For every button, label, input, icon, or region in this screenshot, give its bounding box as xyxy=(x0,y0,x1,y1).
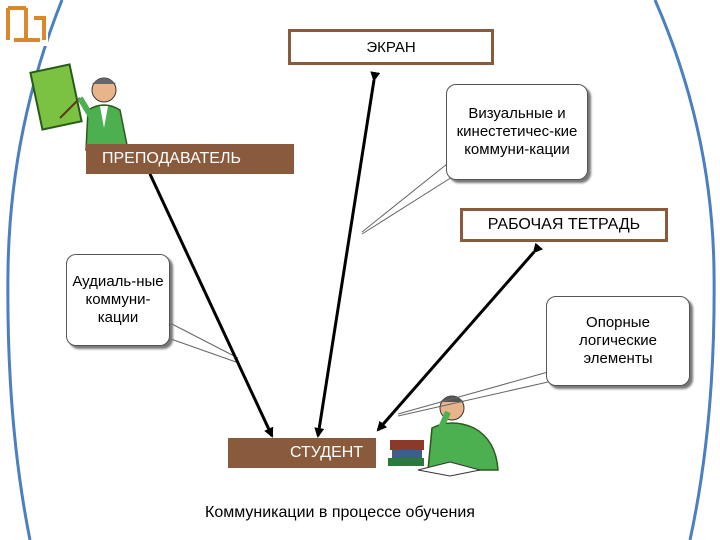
screen-node: ЭКРАН xyxy=(288,29,494,65)
audial-callout-text: Аудиаль-ные коммуни-кации xyxy=(72,273,164,326)
teacher-label: ПРЕПОДАВАТЕЛЬ xyxy=(102,150,241,167)
visual-callout: Визуальные и кинестетичес-кие коммуни-ка… xyxy=(446,84,588,180)
arrow-screen-student xyxy=(314,71,381,438)
diagram-caption: Коммуникации в процессе обучения xyxy=(205,504,475,521)
audial-callout: Аудиаль-ные коммуни-кации xyxy=(66,254,170,346)
visual-callout-text: Визуальные и кинестетичес-кие коммуни-ка… xyxy=(456,105,578,158)
support-callout: Опорные логические элементы xyxy=(546,296,690,386)
teacher-node: ПРЕПОДАВАТЕЛЬ xyxy=(86,144,294,174)
teacher-icon xyxy=(29,63,129,151)
support-callout-text: Опорные логические элементы xyxy=(578,314,658,367)
logo-icon xyxy=(2,4,48,46)
student-node: СТУДЕНТ xyxy=(228,438,376,468)
frame-arc-right xyxy=(653,0,716,540)
workbook-label: РАБОЧАЯ ТЕТРАДЬ xyxy=(487,216,641,233)
arrow-workbook-student xyxy=(376,242,544,432)
callout-pointers xyxy=(167,159,549,417)
screen-label: ЭКРАН xyxy=(366,38,416,56)
workbook-node: РАБОЧАЯ ТЕТРАДЬ xyxy=(460,208,668,242)
arrow-teacher-student xyxy=(142,164,274,438)
student-label: СТУДЕНТ xyxy=(290,444,364,461)
student-icon xyxy=(388,395,499,477)
